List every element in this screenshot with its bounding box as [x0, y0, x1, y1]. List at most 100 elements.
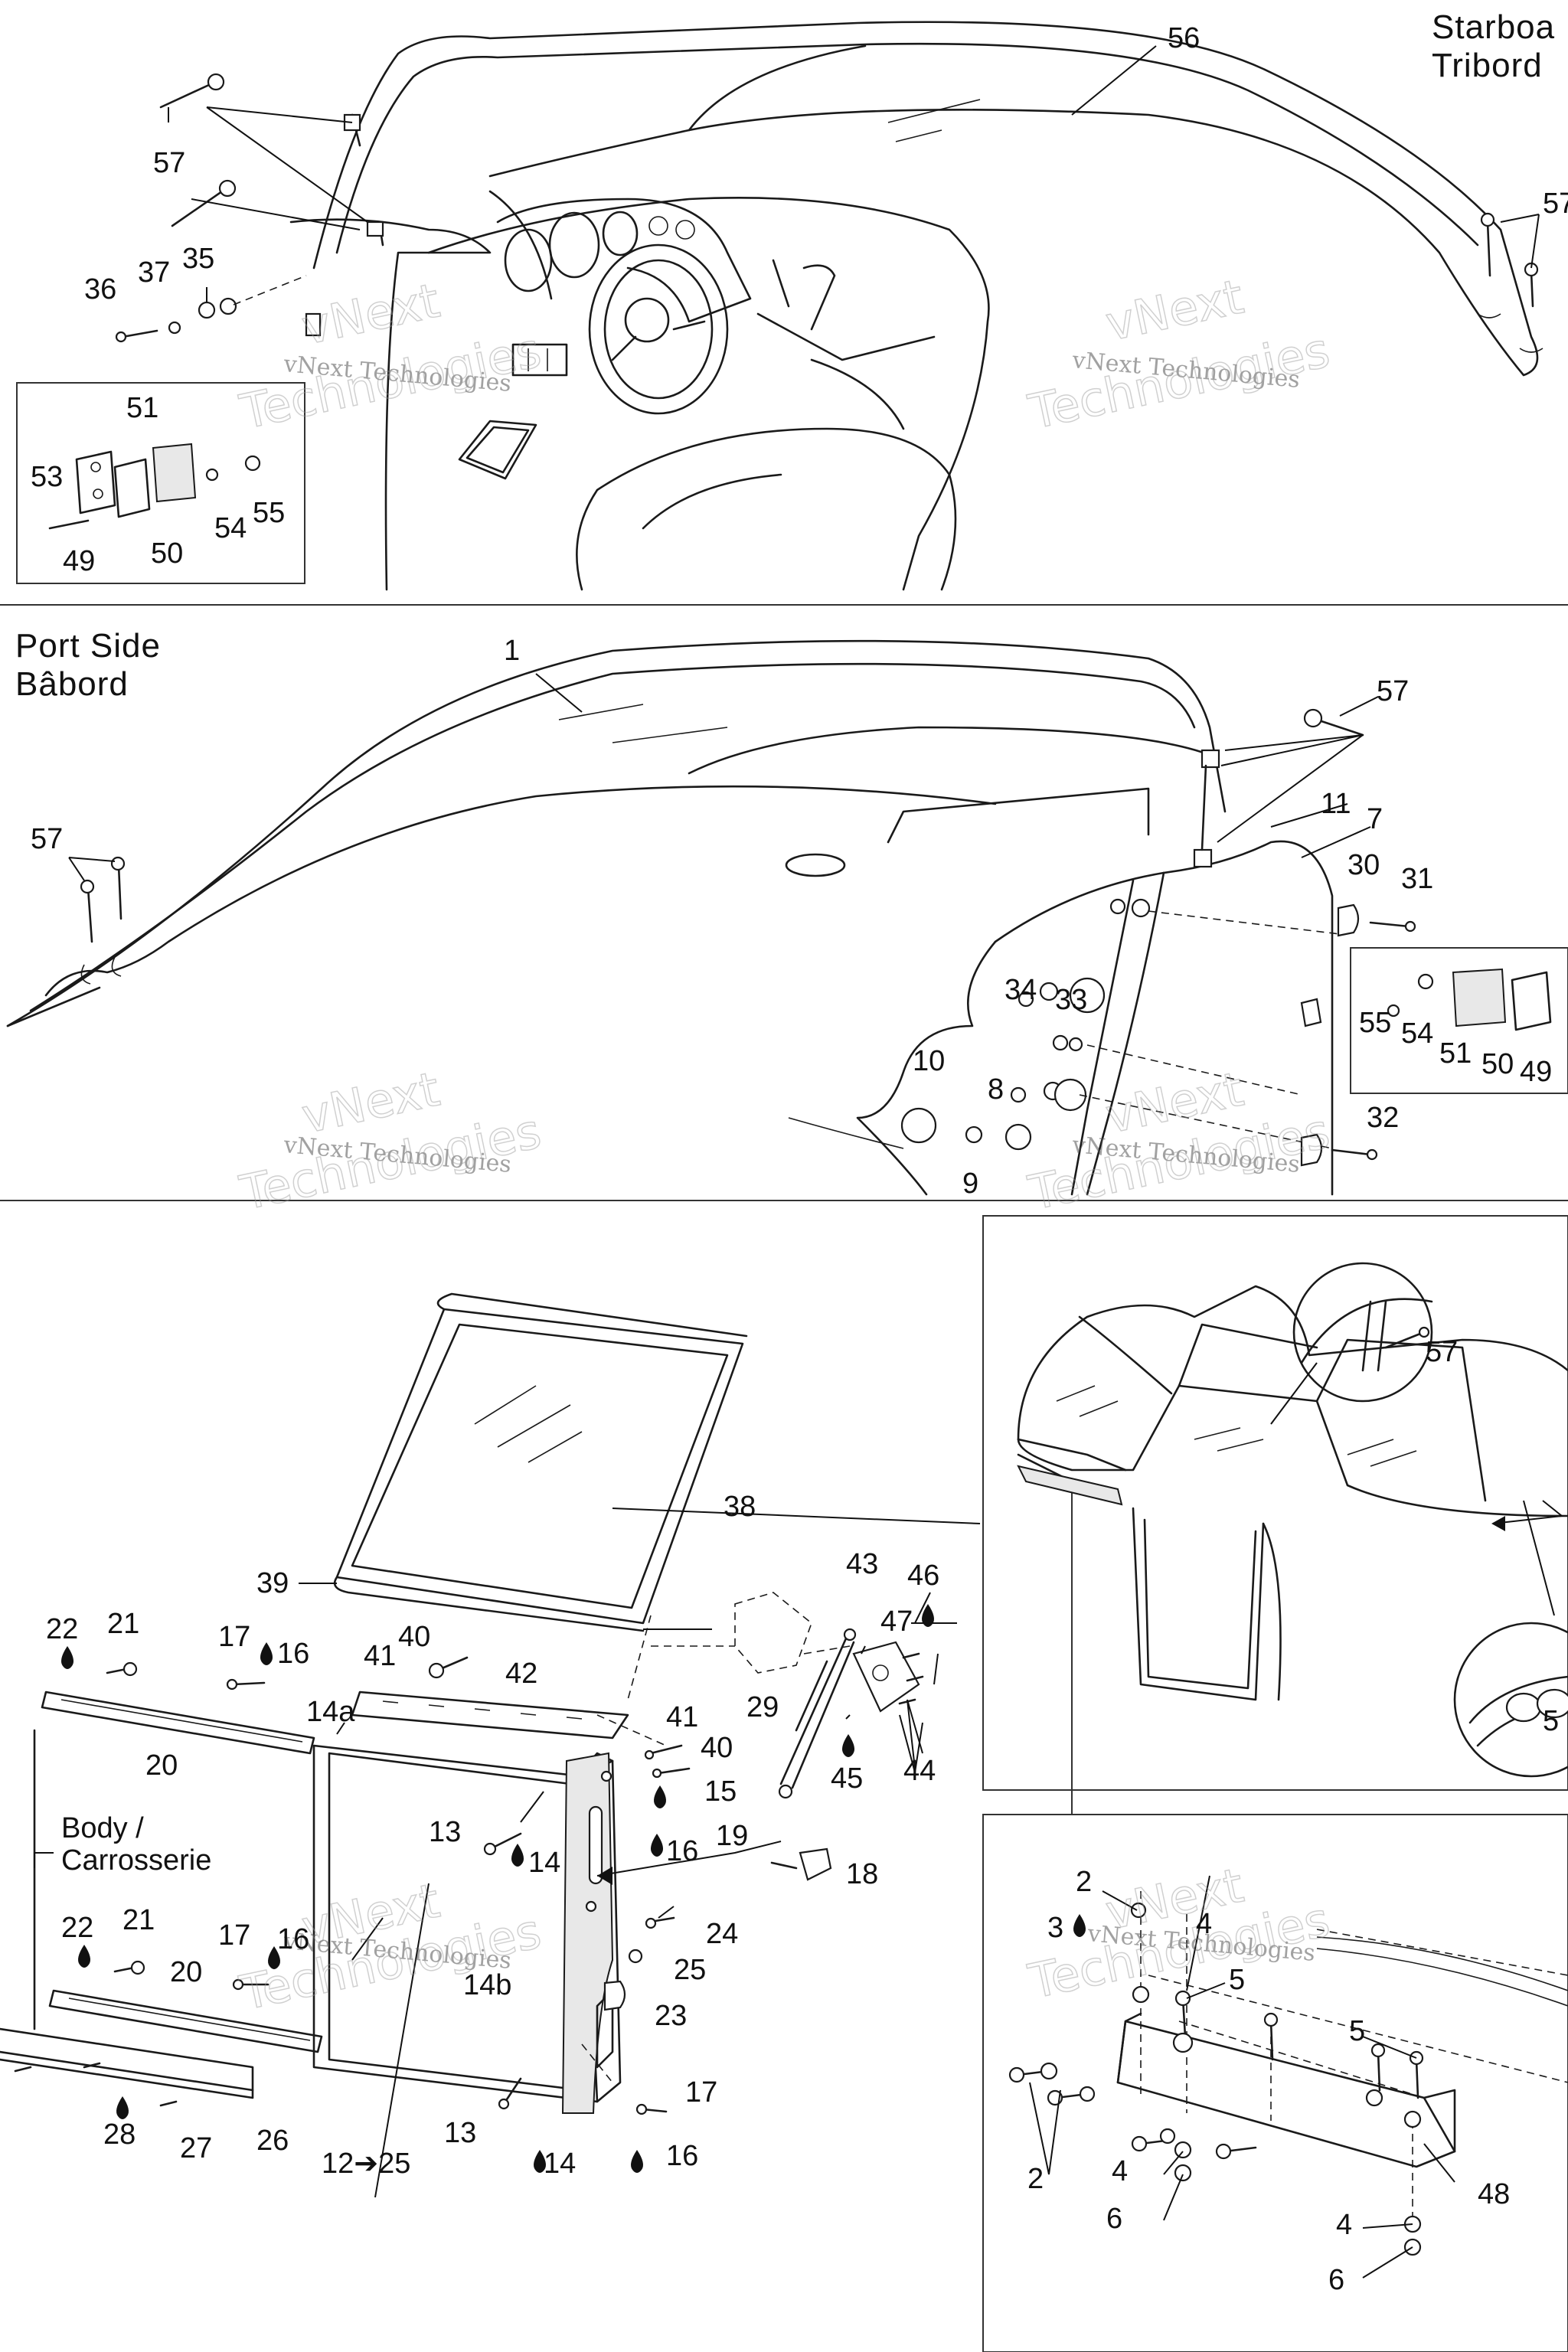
callout: 14a [306, 1696, 355, 1728]
windshield-hinge-exploded-drawing [0, 1292, 957, 2115]
callout: 53 [31, 461, 63, 493]
callout: 50 [151, 537, 183, 570]
callout: 41 [666, 1701, 698, 1733]
starboard-title-fr: Tribord [1432, 47, 1543, 84]
drop-icon [654, 1785, 666, 1808]
callout: 11 [1321, 788, 1351, 820]
drop-icon [78, 1945, 90, 1968]
callout: 5 [1349, 2015, 1365, 2047]
callout: 22 [61, 1912, 93, 1944]
drop-icon [534, 2150, 546, 2173]
watermark-brand: Technologies [1024, 322, 1334, 439]
drop-icon [1073, 1914, 1086, 1937]
callout: 14b [463, 1969, 511, 2001]
callout: 38 [724, 1491, 756, 1523]
callout: 56 [1168, 22, 1200, 54]
inset-hinge-middle [1350, 947, 1568, 1094]
callout: 6 [1106, 2203, 1122, 2235]
callout: 9 [962, 1168, 978, 1200]
callout: 41 [364, 1640, 396, 1672]
watermark-brand: vNext [297, 273, 444, 356]
callout: 36 [84, 273, 116, 305]
inset-frame-bracket [982, 1814, 1568, 2352]
callout: 47 [880, 1606, 913, 1638]
callout: 20 [145, 1749, 178, 1782]
drop-icon [61, 1646, 74, 1669]
callout: 45 [831, 1762, 863, 1795]
callout: 40 [701, 1732, 733, 1764]
drop-icon [268, 1946, 280, 1969]
callout: 54 [214, 512, 247, 544]
callout: 57 [31, 823, 63, 855]
callouts-bottom-right: 57 5 2 3 4 5 5 2 4 6 48 4 6 [1027, 1336, 1559, 2296]
callout: 51 [126, 392, 158, 424]
callout: 43 [846, 1548, 878, 1580]
callout: 37 [138, 256, 170, 289]
callout: 24 [706, 1918, 738, 1950]
drop-icon [511, 1844, 524, 1867]
drop-icon [842, 1734, 854, 1757]
callout: 10 [913, 1045, 945, 1077]
callout: 1 [504, 635, 520, 667]
drop-icon [116, 2096, 129, 2119]
callout: 33 [1055, 984, 1087, 1016]
callout: 4 [1336, 2209, 1352, 2241]
callout: 17 [218, 1621, 250, 1653]
callout: 16 [666, 2140, 698, 2172]
callout: 46 [907, 1560, 939, 1592]
drop-icon [922, 1604, 934, 1627]
callout: 29 [746, 1691, 779, 1723]
callout: 13 [429, 1816, 461, 1848]
callout: 26 [256, 2125, 289, 2157]
watermarks: vNext vNext Technologies Technologies vN… [234, 268, 1334, 2022]
body-label-fr: Carrosserie [61, 1844, 211, 1877]
callout: 49 [63, 545, 95, 577]
callout: 17 [685, 2076, 717, 2109]
callout: 21 [107, 1608, 139, 1640]
callout: 14 [544, 2148, 576, 2180]
callouts-bottom-left: 38 39 43 46 47 22 21 17 16 40 41 42 14a … [46, 1491, 939, 2180]
bracket-48-drawing [1008, 1891, 1568, 2256]
callout: 21 [122, 1904, 155, 1936]
leader-lines [68, 45, 1540, 2278]
callouts-top: 56 57 57 57 36 37 35 51 53 54 55 49 50 [31, 22, 1568, 577]
callout: 32 [1367, 1102, 1399, 1134]
callout: 55 [1359, 1007, 1391, 1039]
port-windshield-drawing [6, 639, 1568, 1196]
callouts-middle: 1 57 57 11 7 30 31 34 33 10 8 9 32 55 54… [31, 635, 1552, 1200]
callout: 28 [103, 2118, 136, 2151]
callout: 14 [528, 1847, 560, 1879]
callout: 57 [153, 147, 185, 179]
watermark-brand: vNext [1101, 269, 1248, 352]
starboard-title-en: Starboa [1432, 8, 1555, 46]
callout: 22 [46, 1613, 78, 1645]
drop-icon [651, 1834, 663, 1857]
callout: 57 [1543, 188, 1568, 220]
callout: 15 [704, 1775, 737, 1808]
inset-hinge-top [16, 382, 305, 584]
port-title-en: Port Side [15, 627, 161, 665]
callout: 34 [1004, 974, 1037, 1006]
callout: 48 [1478, 2178, 1510, 2210]
callout: 57 [1377, 675, 1409, 707]
callout: 16 [666, 1835, 698, 1867]
callout: 42 [505, 1658, 537, 1690]
callout: 40 [398, 1621, 430, 1653]
callout: 27 [180, 2132, 212, 2164]
callout: 2 [1027, 2163, 1044, 2195]
drop-icon [631, 2150, 643, 2173]
drop-icon [260, 1642, 273, 1665]
callout: 16 [277, 1638, 309, 1670]
callout: 4 [1112, 2155, 1128, 2187]
callout: 50 [1481, 1048, 1514, 1080]
drop-icons [61, 1604, 1086, 2173]
callout: 54 [1401, 1018, 1433, 1050]
body-label-en: Body / [61, 1812, 144, 1844]
callout: 39 [256, 1567, 289, 1599]
callout: 17 [218, 1919, 250, 1952]
callout: 23 [655, 2000, 687, 2032]
callout: 44 [903, 1755, 936, 1787]
callout: 35 [182, 243, 214, 275]
callout: 5 [1543, 1705, 1559, 1737]
callout: 31 [1401, 863, 1433, 895]
